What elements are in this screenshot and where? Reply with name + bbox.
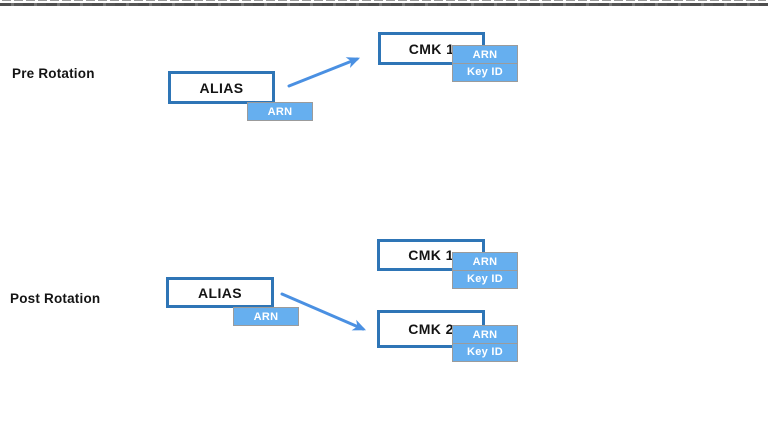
pre-cmk1-arn-tag: ARN xyxy=(452,45,518,64)
pre-arrow-alias-to-cmk1-icon xyxy=(287,57,361,88)
post-cmk1-keyid-tag: Key ID xyxy=(452,269,518,289)
pre-cmk1-keyid-tag: Key ID xyxy=(452,62,518,82)
pre-cmk1-title: CMK 1 xyxy=(408,40,455,57)
post-rotation-label: Post Rotation xyxy=(10,291,101,306)
divider-thick-line xyxy=(0,3,768,6)
post-alias-box: ALIAS xyxy=(166,277,274,308)
section-divider xyxy=(0,0,768,6)
pre-rotation-label: Pre Rotation xyxy=(12,66,95,81)
divider-thin-line xyxy=(2,0,766,2)
post-cmk1-tagstack: ARN Key ID xyxy=(452,252,518,289)
post-cmk2-tagstack: ARN Key ID xyxy=(452,325,518,362)
post-alias-title: ALIAS xyxy=(198,284,242,301)
pre-alias-title: ALIAS xyxy=(199,79,244,96)
post-cmk1-arn-tag: ARN xyxy=(452,252,518,271)
post-cmk2-keyid-tag: Key ID xyxy=(452,342,518,362)
pre-cmk1-tagstack: ARN Key ID xyxy=(452,45,518,82)
post-alias-arn-tag: ARN xyxy=(233,307,299,326)
pre-alias-arn-tag: ARN xyxy=(247,102,313,121)
pre-alias-box: ALIAS xyxy=(168,71,275,104)
post-cmk2-title: CMK 2 xyxy=(408,321,454,337)
post-cmk2-arn-tag: ARN xyxy=(452,325,518,344)
post-cmk1-title: CMK 1 xyxy=(408,247,454,263)
